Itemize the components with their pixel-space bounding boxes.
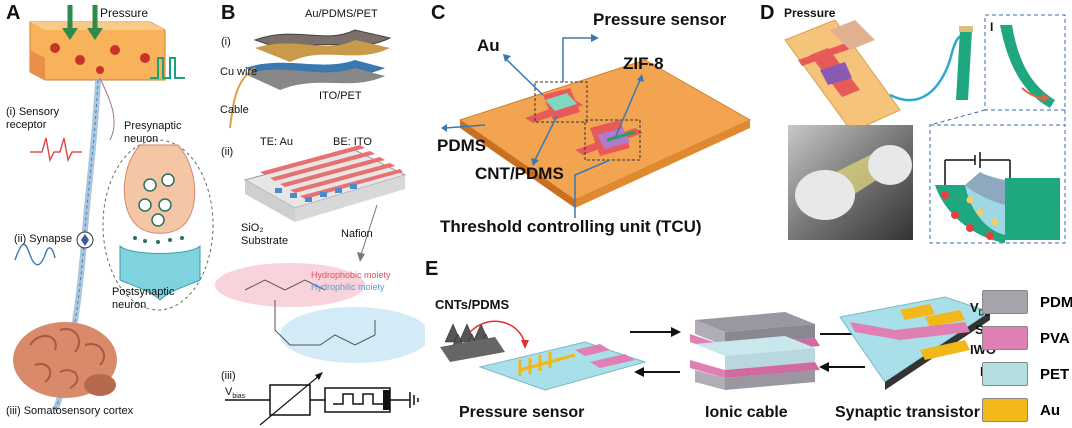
hydrophilic-label: Hydrophilic moiety bbox=[311, 282, 385, 292]
vbias-main: V bbox=[225, 386, 233, 398]
pressure-sensor-label-e: Pressure sensor bbox=[459, 404, 585, 421]
au-label-c: Au bbox=[477, 36, 500, 55]
synaptic-transistor-label: Synaptic transistor bbox=[835, 404, 980, 421]
au-pdms-pet-label: Au/PDMS/PET bbox=[305, 8, 378, 20]
b-iii-label: (iii) bbox=[221, 370, 236, 382]
cu-wire-label: Cu wire bbox=[220, 66, 258, 78]
legend-label-pva: PVA bbox=[1040, 329, 1070, 347]
legend-swatch-au bbox=[982, 398, 1028, 422]
cnt-pdms-label: CNT/PDMS bbox=[475, 164, 564, 183]
legend-label-pet: PET bbox=[1040, 365, 1070, 383]
be-ito-label: BE: ITO bbox=[333, 136, 372, 148]
panel-c: C Pressure sensor Au ZIF-8 PDMS CNT/PDMS… bbox=[425, 0, 760, 250]
pressure-label: Pressure bbox=[100, 6, 149, 20]
nafion-label: Nafion bbox=[341, 228, 373, 240]
panel-e-label: E bbox=[425, 258, 439, 280]
legend-item-au: Au bbox=[982, 398, 1060, 422]
legend-item-pva: PVA bbox=[982, 326, 1070, 350]
legend-swatch-pdms bbox=[982, 290, 1028, 314]
roman-i-label: I bbox=[990, 20, 994, 34]
legend-swatch-pva bbox=[982, 326, 1028, 350]
panel-a: A Pressure (i) Sensory receptor Presynap… bbox=[0, 0, 215, 428]
legend-swatch-pet bbox=[982, 362, 1028, 386]
panel-c-illustration bbox=[441, 34, 752, 218]
hydrophobic-label: Hydrophobic moiety bbox=[311, 270, 391, 280]
sio2-substrate-label: SiO₂ Substrate bbox=[241, 222, 289, 247]
vbias-label: Vbias bbox=[225, 386, 245, 400]
vbias-sub: bias bbox=[232, 393, 246, 401]
sensory-receptor-label: (i) Sensory receptor bbox=[6, 106, 60, 131]
panel-a-label: A bbox=[6, 2, 21, 24]
b-i-label: (i) bbox=[221, 36, 231, 48]
panel-d: D Pressure I bbox=[760, 0, 1072, 250]
legend: PDMS PVA PET Au bbox=[982, 290, 1072, 422]
panel-e-illustration bbox=[440, 296, 992, 391]
pressure-label-d: Pressure bbox=[784, 6, 836, 20]
panel-b-label: B bbox=[221, 2, 236, 24]
somatosensory-cortex-label: (iii) Somatosensory cortex bbox=[6, 405, 134, 417]
panel-d-label: D bbox=[760, 2, 775, 24]
legend-label-pdms: PDMS bbox=[1040, 293, 1072, 311]
b-ii-label: (ii) bbox=[221, 146, 234, 158]
panel-a-illustration bbox=[13, 5, 214, 412]
panel-b-illustration bbox=[215, 29, 425, 426]
cnts-pdms-label: CNTs/PDMS bbox=[435, 297, 510, 312]
legend-item-pdms: PDMS bbox=[982, 290, 1072, 314]
pdms-label-c: PDMS bbox=[437, 136, 487, 155]
s-label: S bbox=[975, 322, 984, 337]
pressure-sensor-label-c: Pressure sensor bbox=[593, 10, 727, 29]
panel-e: E CNTs/PDMS Pressure sensor Ionic cable … bbox=[425, 252, 1072, 428]
panel-b: B (i) Au/PDMS/PET Cu wire ITO/PET Cable … bbox=[215, 0, 425, 428]
te-au-label: TE: Au bbox=[260, 136, 294, 148]
tcu-label: Threshold controlling unit (TCU) bbox=[440, 217, 702, 236]
legend-item-pet: PET bbox=[982, 362, 1069, 386]
postsynaptic-neuron-label: Postsynaptic neuron bbox=[112, 286, 175, 311]
presynaptic-neuron-label: Presynaptic neuron bbox=[124, 120, 182, 145]
ito-pet-label: ITO/PET bbox=[319, 90, 362, 102]
vdd-main: V bbox=[970, 300, 979, 315]
ionic-cable-label: Ionic cable bbox=[705, 404, 788, 421]
legend-label-au: Au bbox=[1040, 401, 1060, 419]
synapse-label: (ii) Synapse bbox=[14, 233, 73, 245]
panel-c-label: C bbox=[431, 2, 446, 24]
cable-label: Cable bbox=[220, 104, 249, 116]
zif8-label: ZIF-8 bbox=[623, 54, 664, 73]
panel-d-illustration bbox=[784, 14, 1066, 244]
